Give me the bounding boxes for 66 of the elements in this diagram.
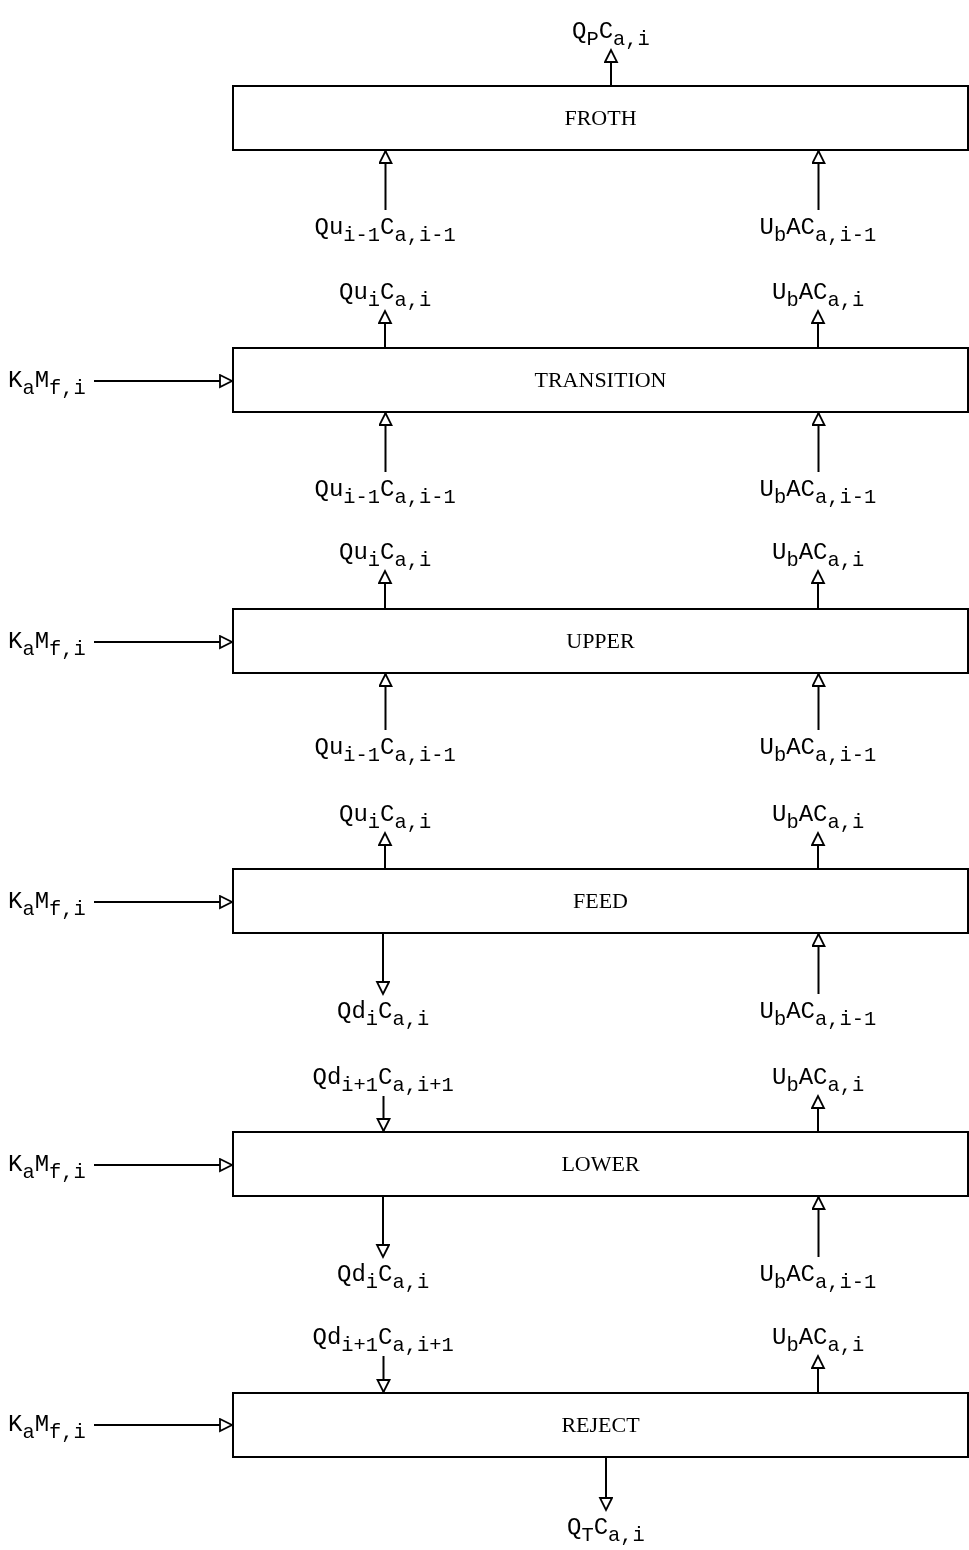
zone-name: REJECT	[561, 1412, 640, 1438]
arrow	[378, 412, 393, 473]
zone-box	[232, 608, 969, 674]
arrow	[811, 570, 825, 609]
arrow	[93, 374, 233, 388]
flow-term: Qu$_{i-1}$C$_{a,i-1}$	[314, 475, 456, 505]
zone-name: FEED	[573, 888, 628, 914]
arrow	[599, 1457, 613, 1511]
flow-term: K$_{a}$M$_{f,i}$	[8, 366, 86, 396]
zone-name: UPPER	[566, 628, 635, 654]
arrow	[811, 933, 826, 995]
flow-term: Qd$_{i}$C$_{a,i}$	[337, 1260, 430, 1290]
arrow	[376, 1095, 391, 1132]
zone-name: LOWER	[561, 1151, 640, 1177]
arrow	[811, 832, 825, 869]
arrow	[811, 1355, 825, 1393]
zone-name: TRANSITION	[534, 367, 667, 393]
zone-name: FROTH	[564, 105, 637, 131]
arrow	[93, 1418, 233, 1432]
flow-term: U$_{b}$AC$_{a,i}$	[772, 538, 865, 568]
arrow	[93, 895, 233, 909]
arrow	[811, 1196, 826, 1258]
zone-box	[232, 85, 969, 151]
arrow	[378, 570, 392, 609]
flow-term: U$_{b}$AC$_{a,i-1}$	[759, 997, 877, 1027]
flow-term: Qd$_{i+1}$C$_{a,i+1}$	[312, 1063, 454, 1093]
arrow	[93, 635, 233, 649]
flow-term: U$_{b}$AC$_{a,i}$	[772, 800, 865, 830]
flow-term: K$_{a}$M$_{f,i}$	[8, 1150, 86, 1180]
flow-term: K$_{a}$M$_{f,i}$	[8, 627, 86, 657]
arrow	[811, 673, 826, 731]
arrow	[93, 1158, 233, 1172]
flow-term: U$_{b}$AC$_{a,i}$	[772, 278, 865, 308]
arrow	[811, 1095, 825, 1132]
zone-box	[232, 347, 969, 413]
arrow	[376, 1196, 390, 1258]
arrow	[378, 310, 392, 348]
flow-term: U$_{b}$AC$_{a,i}$	[772, 1063, 865, 1093]
flow-term: Q$_{T}$C$_{a,i}$	[567, 1513, 645, 1543]
flow-term: Qd$_{i+1}$C$_{a,i+1}$	[312, 1323, 454, 1353]
arrow	[378, 832, 392, 869]
flow-term: Qu$_{i}$C$_{a,i}$	[339, 538, 432, 568]
arrow	[378, 673, 393, 731]
flow-term: Qu$_{i-1}$C$_{a,i-1}$	[314, 213, 456, 243]
arrow	[376, 1355, 391, 1393]
arrow	[378, 150, 393, 211]
zone-box	[232, 1131, 969, 1197]
zone-box	[232, 1392, 969, 1458]
flow-term: Qd$_{i}$C$_{a,i}$	[337, 997, 430, 1027]
flow-term: U$_{b}$AC$_{a,i-1}$	[759, 733, 877, 763]
flow-term: Qu$_{i-1}$C$_{a,i-1}$	[314, 733, 456, 763]
flow-term: U$_{b}$AC$_{a,i}$	[772, 1323, 865, 1353]
flow-term: K$_{a}$M$_{f,i}$	[8, 887, 86, 917]
arrow	[811, 310, 825, 348]
flow-term: Q$_{P}$C$_{a,i}$	[572, 17, 650, 47]
flow-term: K$_{a}$M$_{f,i}$	[8, 1410, 86, 1440]
arrow	[604, 49, 618, 86]
arrow	[376, 933, 390, 995]
flow-term: U$_{b}$AC$_{a,i-1}$	[759, 1260, 877, 1290]
arrow	[811, 150, 826, 211]
zone-box	[232, 868, 969, 934]
flow-term: Qu$_{i}$C$_{a,i}$	[339, 800, 432, 830]
arrow	[811, 412, 826, 473]
flow-term: U$_{b}$AC$_{a,i-1}$	[759, 475, 877, 505]
flow-term: Qu$_{i}$C$_{a,i}$	[339, 278, 432, 308]
flow-term: U$_{b}$AC$_{a,i-1}$	[759, 213, 877, 243]
